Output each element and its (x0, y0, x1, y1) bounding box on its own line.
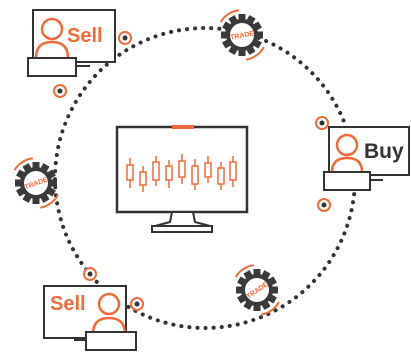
candlestick-icon (126, 154, 237, 192)
seller-bottom-figure: Sell (43, 285, 137, 351)
trade-label: TRADE (230, 30, 255, 41)
seller-top-figure: Sell (27, 9, 116, 77)
connector-node (53, 84, 67, 98)
trade-gear: TRADE (13, 157, 59, 209)
gear-accent-arc (219, 9, 239, 23)
person-icon (330, 133, 364, 173)
person-icon (91, 292, 127, 335)
sell-bottom-label: Sell (50, 293, 86, 315)
candlestick (152, 156, 160, 186)
desk-icon (27, 57, 90, 77)
trade-gear: TRADE (234, 264, 280, 316)
candlestick (204, 156, 212, 183)
gear-icon (15, 162, 57, 204)
connector-node (118, 31, 132, 45)
gear-accent-arc (261, 301, 280, 316)
candlestick (217, 162, 225, 190)
candlestick (165, 160, 173, 188)
connector-node (315, 116, 329, 130)
desk-icon (74, 331, 137, 351)
candlestick (139, 166, 147, 192)
gear-icon (221, 14, 263, 56)
gear-accent-arc (40, 194, 59, 209)
gear-accent-arc (234, 264, 254, 278)
trade-gear: TRADE (219, 9, 265, 61)
connector-nodes (53, 31, 331, 311)
gear-icon (236, 269, 278, 311)
candlestick (178, 154, 186, 184)
connector-node (130, 297, 144, 311)
candlestick (229, 156, 237, 187)
person-icon (34, 17, 70, 59)
buy-right-label: Buy (364, 140, 404, 163)
candlestick (126, 158, 134, 188)
candlestick (191, 159, 199, 190)
connector-node (83, 267, 97, 281)
gear-accent-arc (13, 157, 33, 171)
connector-node (317, 198, 331, 212)
buyer-right-figure: Buy (323, 126, 410, 191)
sell-top-label: Sell (67, 25, 103, 47)
desk-icon (323, 171, 383, 191)
gear-accent-arc (246, 46, 265, 61)
